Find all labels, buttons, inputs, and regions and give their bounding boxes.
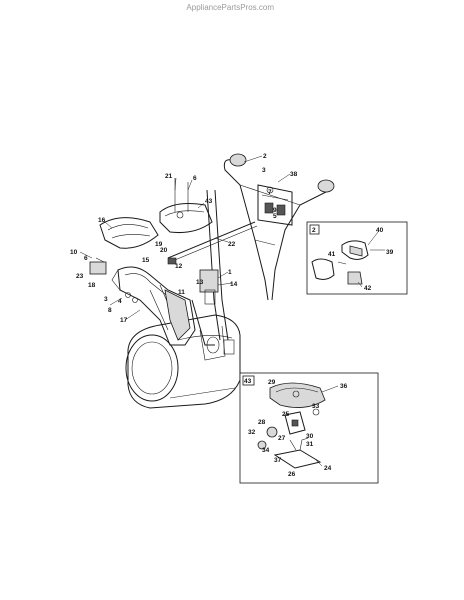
callout-12: 12 [175, 263, 183, 270]
callout-4: 4 [118, 298, 122, 305]
callout-8: 8 [108, 307, 112, 314]
chute-crank-rod [167, 221, 258, 263]
handle-frame [206, 153, 335, 341]
callout-42: 42 [364, 285, 372, 292]
callout-33: 33 [312, 403, 320, 410]
small-parts [89, 178, 219, 346]
chute-deflector [99, 217, 159, 249]
callout-43: 43 [205, 198, 213, 205]
callout-3b: 3 [104, 296, 108, 303]
callout-27: 27 [278, 435, 286, 442]
callout-23: 23 [76, 273, 84, 280]
callout-41: 41 [328, 251, 336, 258]
callout-10: 10 [70, 249, 78, 256]
callout-22: 22 [228, 241, 236, 248]
callout-38: 38 [290, 171, 298, 178]
inset-2: 2 40 39 41 42 [306, 221, 408, 295]
callout-3: 3 [262, 167, 266, 174]
callout-29: 29 [268, 379, 276, 386]
callout-25: 25 [282, 411, 290, 418]
callout-2: 2 [263, 153, 267, 160]
callout-17: 17 [120, 317, 128, 324]
callout-19: 19 [155, 241, 163, 248]
callout-39: 39 [386, 249, 394, 256]
callout-21: 21 [165, 173, 173, 180]
callout-18: 18 [88, 282, 96, 289]
leader-lines [79, 155, 291, 321]
callout-30: 30 [306, 433, 314, 440]
callout-5: 5 [273, 213, 277, 220]
chute-control-housing [159, 203, 213, 233]
callout-14: 14 [230, 281, 238, 288]
callout-36: 36 [340, 383, 348, 390]
callout-15: 15 [142, 257, 150, 264]
inset-43: 43 29 36 33 25 28 27 30 31 32 34 37 24 2… [239, 372, 379, 484]
callout-28: 28 [258, 419, 266, 426]
callout-9: 9 [273, 207, 277, 214]
callout-31: 31 [306, 441, 314, 448]
callout-26: 26 [288, 471, 296, 478]
callout-32: 32 [248, 429, 256, 436]
watermark: AppliancePartsPros.com [186, 3, 274, 12]
callout-7: 7 [268, 189, 272, 196]
callout-20: 20 [160, 247, 168, 254]
callout-16: 16 [98, 217, 106, 224]
inset-2-label: 2 [312, 227, 316, 234]
callout-24: 24 [324, 465, 332, 472]
callout-13: 13 [196, 279, 204, 286]
discharge-chute [111, 266, 196, 346]
main-callouts: 2 3 38 7 9 5 21 6 43 16 22 19 20 10 6 15… [70, 153, 298, 324]
callout-37: 37 [274, 457, 282, 464]
callout-6b: 6 [84, 255, 88, 262]
callout-11: 11 [178, 289, 185, 296]
callout-34: 34 [262, 447, 270, 454]
callout-6: 6 [193, 175, 197, 182]
control-panel [257, 184, 293, 226]
callout-40: 40 [376, 227, 384, 234]
inset-43-label: 43 [244, 378, 252, 385]
callout-1: 1 [228, 269, 232, 276]
